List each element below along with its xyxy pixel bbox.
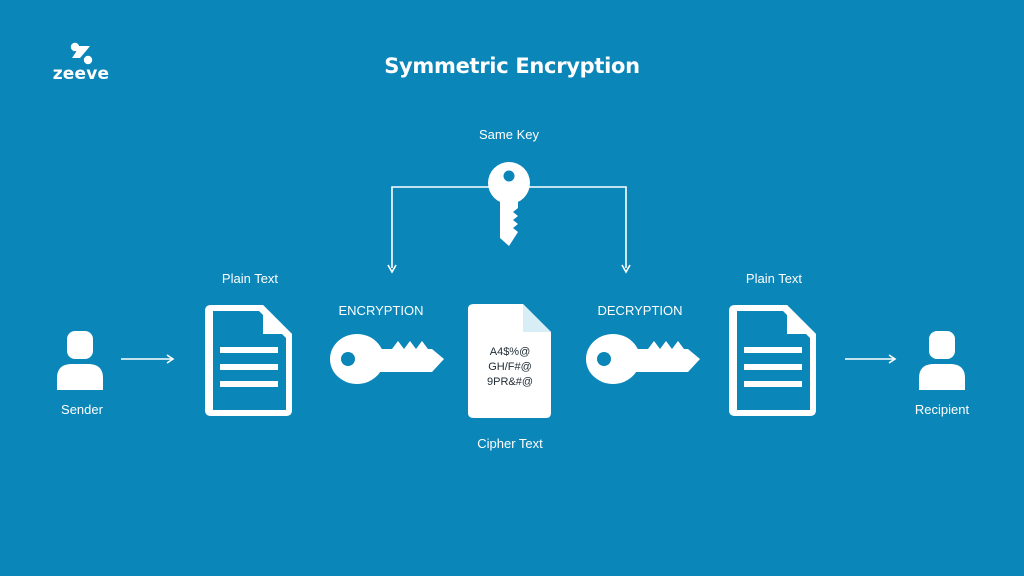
same-key-icon (488, 162, 530, 246)
encryption-down-arrowhead (387, 264, 397, 274)
encryption-key-icon (330, 334, 444, 384)
cipher-text-label: Cipher Text (477, 436, 543, 451)
encryption-label: ENCRYPTION (338, 303, 424, 318)
decryption-down-arrowhead (621, 264, 631, 274)
brand-name: zeeve (52, 64, 110, 84)
cipher-line-1: A4$%@ (489, 346, 531, 358)
cipher-line-3: 9PR&#@ (486, 376, 534, 388)
page-title: Symmetric Encryption (384, 54, 640, 78)
key-connector-lines (391, 186, 627, 268)
cipher-line-2: GH/F#@ (488, 361, 532, 373)
plain-text-document-icon-right (729, 305, 816, 416)
cipher-text-document-icon (468, 304, 551, 418)
plain-text-left-label: Plain Text (221, 271, 279, 286)
decryption-key-icon (586, 334, 700, 384)
sender-person-icon (57, 331, 103, 390)
recipient-person-icon (919, 331, 965, 390)
plaintext-to-recipient-arrow (845, 354, 897, 364)
zeeve-logo-icon (70, 42, 93, 65)
plain-text-document-icon-left (205, 305, 292, 416)
plain-text-right-label: Plain Text (745, 271, 803, 286)
sender-label: Sender (61, 402, 103, 417)
sender-to-plaintext-arrow (121, 354, 175, 364)
recipient-label: Recipient (914, 402, 970, 417)
same-key-label: Same Key (479, 127, 539, 142)
decryption-label: DECRYPTION (597, 303, 683, 318)
